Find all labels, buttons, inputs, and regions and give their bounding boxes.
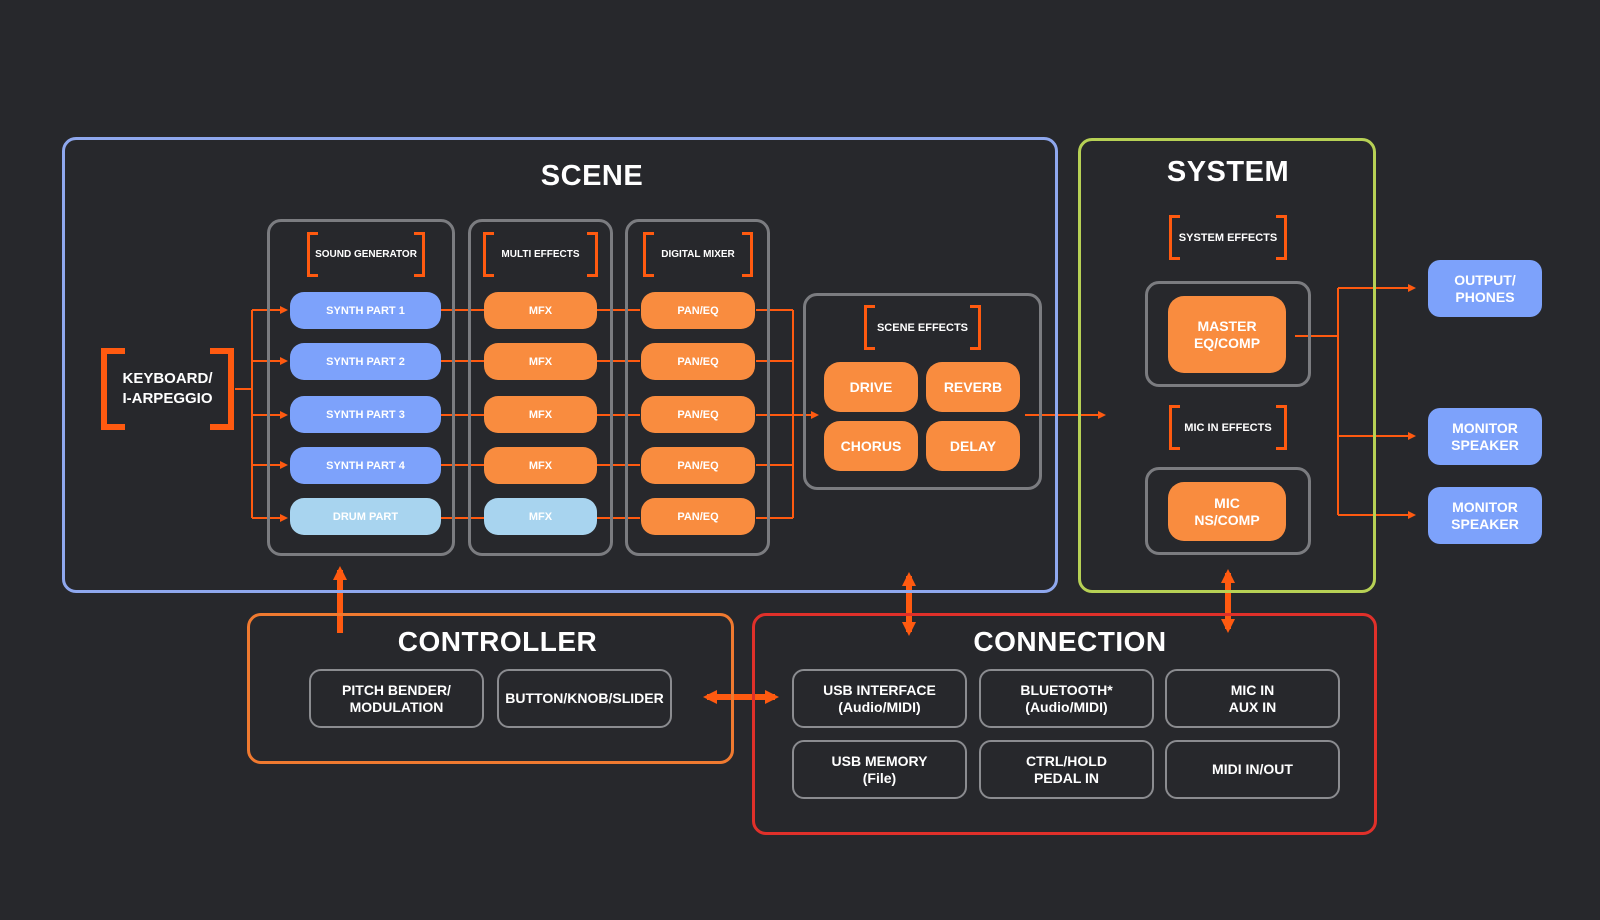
controller-title: CONTROLLER — [397, 626, 598, 657]
button-knob-slider[interactable]: BUTTON/KNOB/SLIDER — [497, 669, 672, 728]
sound-generator-panel — [267, 219, 455, 556]
mfx-1[interactable]: MFX — [484, 292, 597, 329]
connection-frame — [752, 613, 1377, 835]
pan-eq-2[interactable]: PAN/EQ — [641, 343, 755, 380]
chorus-effect[interactable]: CHORUS — [824, 421, 918, 471]
mic-panel — [1145, 467, 1311, 555]
pan-eq-4[interactable]: PAN/EQ — [641, 447, 755, 484]
multi-effects-panel — [468, 219, 613, 556]
midi-in-out[interactable]: MIDI IN/OUT — [1165, 740, 1340, 799]
synth-part-3[interactable]: SYNTH PART 3 — [290, 396, 441, 433]
sound-generator-header: SOUND GENERATOR — [307, 231, 425, 278]
digital-mixer-panel — [625, 219, 770, 556]
pan-eq-1[interactable]: PAN/EQ — [641, 292, 755, 329]
bluetooth[interactable]: BLUETOOTH* (Audio/MIDI) — [979, 669, 1154, 728]
synth-part-4[interactable]: SYNTH PART 4 — [290, 447, 441, 484]
mfx-5[interactable]: MFX — [484, 498, 597, 535]
delay-effect[interactable]: DELAY — [926, 421, 1020, 471]
output-phones[interactable]: OUTPUT/ PHONES — [1428, 260, 1542, 317]
reverb-effect[interactable]: REVERB — [926, 362, 1020, 412]
digital-mixer-header: DIGITAL MIXER — [643, 231, 753, 278]
keyboard-arpeggio-box: KEYBOARD/ I-ARPEGGIO — [101, 348, 234, 430]
controller-frame — [247, 613, 734, 764]
synth-part-1[interactable]: SYNTH PART 1 — [290, 292, 441, 329]
drum-part[interactable]: DRUM PART — [290, 498, 441, 535]
monitor-speaker-1[interactable]: MONITOR SPEAKER — [1428, 408, 1542, 465]
connection-title: CONNECTION — [973, 626, 1167, 657]
ctrl-hold-pedal-in[interactable]: CTRL/HOLD PEDAL IN — [979, 740, 1154, 799]
mfx-3[interactable]: MFX — [484, 396, 597, 433]
mic-aux-in[interactable]: MIC IN AUX IN — [1165, 669, 1340, 728]
keyboard-label: KEYBOARD/ I-ARPEGGIO — [122, 370, 213, 407]
mfx-4[interactable]: MFX — [484, 447, 597, 484]
multi-effects-header: MULTI EFFECTS — [483, 231, 598, 278]
scene-effects-panel — [803, 293, 1042, 490]
scene-frame — [62, 137, 1058, 593]
scene-effects-header: SCENE EFFECTS — [864, 304, 981, 351]
master-panel — [1145, 281, 1311, 387]
pitch-bender-modulation[interactable]: PITCH BENDER/ MODULATION — [309, 669, 484, 728]
scene-title: SCENE — [540, 160, 644, 192]
mic-in-effects-header: MIC IN EFFECTS — [1169, 404, 1287, 451]
mfx-2[interactable]: MFX — [484, 343, 597, 380]
mic-ns-comp[interactable]: MIC NS/COMP — [1168, 482, 1286, 541]
drive-effect[interactable]: DRIVE — [824, 362, 918, 412]
usb-memory[interactable]: USB MEMORY (File) — [792, 740, 967, 799]
system-frame — [1078, 138, 1376, 593]
pan-eq-5[interactable]: PAN/EQ — [641, 498, 755, 535]
usb-interface[interactable]: USB INTERFACE (Audio/MIDI) — [792, 669, 967, 728]
monitor-speaker-2[interactable]: MONITOR SPEAKER — [1428, 487, 1542, 544]
system-title: SYSTEM — [1166, 156, 1290, 188]
synth-part-2[interactable]: SYNTH PART 2 — [290, 343, 441, 380]
master-eq-comp[interactable]: MASTER EQ/COMP — [1168, 296, 1286, 373]
system-effects-header: SYSTEM EFFECTS — [1169, 214, 1287, 261]
pan-eq-3[interactable]: PAN/EQ — [641, 396, 755, 433]
